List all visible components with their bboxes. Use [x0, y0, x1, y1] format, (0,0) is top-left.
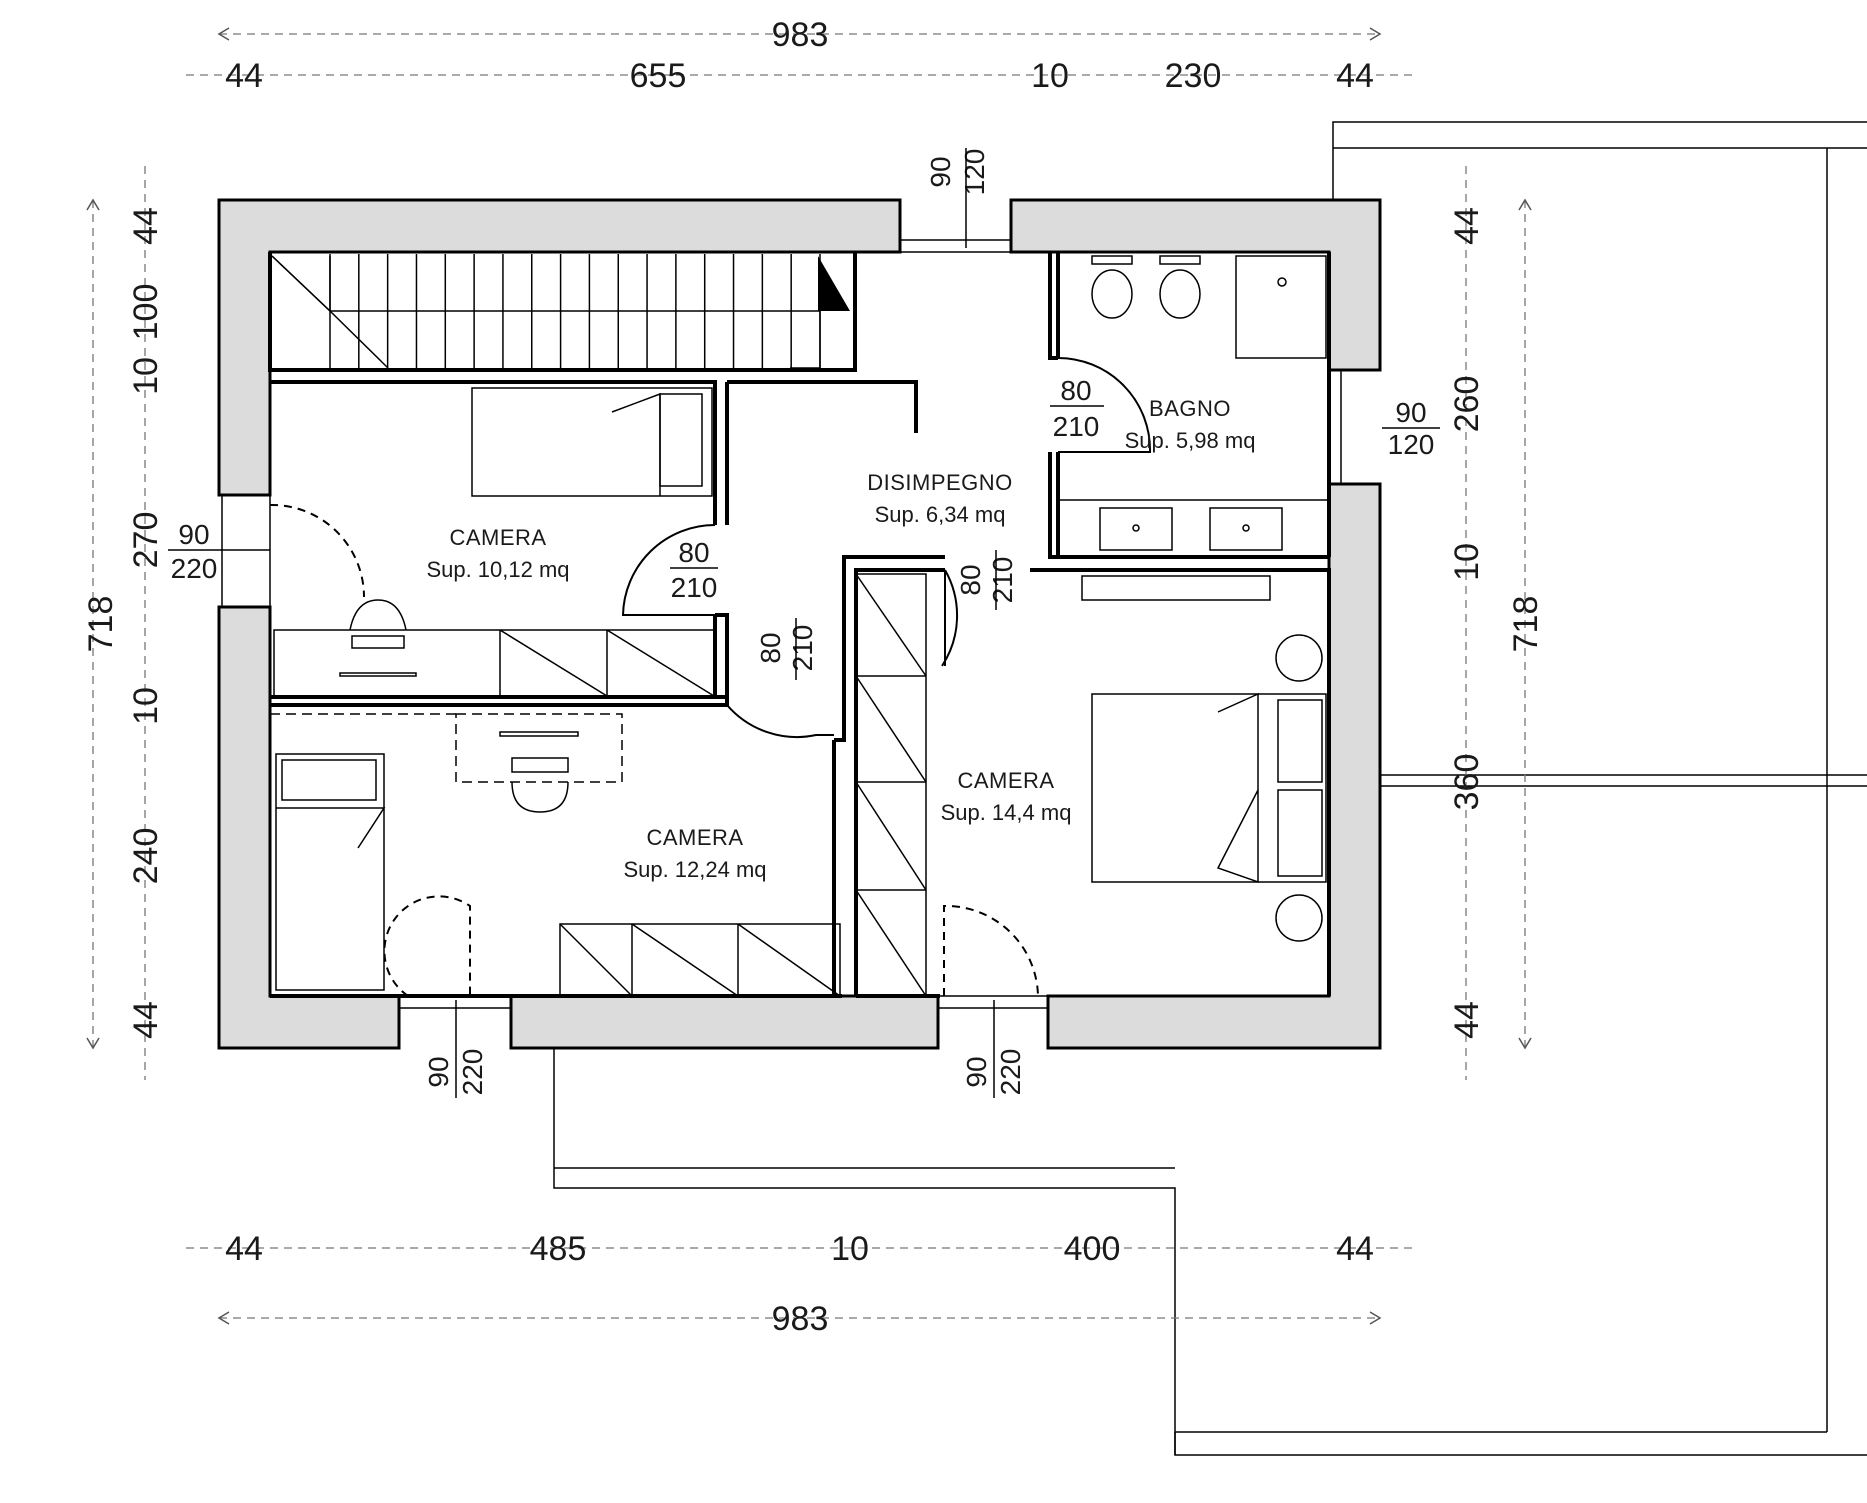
dim-right-part: 44: [1448, 1001, 1486, 1039]
opening-width: 80: [955, 564, 986, 595]
dim-left-part: 240: [127, 828, 165, 885]
dim-bottom-part: 400: [1064, 1230, 1121, 1268]
dim-left-total: 718: [82, 596, 120, 653]
room-area: Sup. 5,98 mq: [1125, 428, 1256, 453]
opening-width: 90: [925, 156, 956, 187]
furniture: [270, 255, 1329, 997]
opening-labels: 90 120 80 210 90 120 90 220 80 210 80 21…: [168, 148, 1440, 1098]
dim-bottom-part: 485: [530, 1230, 587, 1268]
opening-height: 220: [457, 1049, 488, 1096]
interior-partitions: [268, 252, 1331, 998]
room-labels: CAMERA Sup. 10,12 mq CAMERA Sup. 12,24 m…: [426, 396, 1255, 882]
dim-right-part: 44: [1448, 207, 1486, 245]
dim-bottom-part: 10: [831, 1230, 869, 1268]
terrace-outline: [1174, 121, 1867, 1456]
dim-left-part: 100: [127, 284, 165, 341]
dim-left-part: 270: [127, 512, 165, 569]
opening-height: 120: [959, 149, 990, 196]
dim-bottom-part: 44: [225, 1230, 263, 1268]
dim-left-part: 44: [127, 207, 165, 245]
dim-top-total: 983: [772, 16, 829, 54]
opening-height: 210: [987, 557, 1018, 604]
stair-outline: [271, 255, 821, 369]
opening-height: 120: [1388, 429, 1435, 460]
dim-right-part: 10: [1448, 543, 1486, 581]
dim-top-part: 44: [1336, 57, 1374, 95]
dim-right-part: 260: [1448, 376, 1486, 433]
room-name: CAMERA: [957, 768, 1054, 793]
dim-left-part: 10: [127, 357, 165, 395]
opening-height: 220: [995, 1049, 1026, 1096]
opening-height: 210: [671, 572, 718, 603]
opening-height: 220: [171, 553, 218, 584]
opening-width: 90: [961, 1056, 992, 1087]
dim-left-part: 44: [127, 1001, 165, 1039]
opening-height: 210: [787, 625, 818, 672]
dim-top-part: 655: [630, 57, 687, 95]
room-name: CAMERA: [449, 525, 546, 550]
dim-top-part: 10: [1031, 57, 1069, 95]
dim-top-part: 230: [1165, 57, 1222, 95]
room-area: Sup. 14,4 mq: [941, 800, 1072, 825]
room-area: Sup. 6,34 mq: [875, 502, 1006, 527]
dim-left-part: 10: [127, 687, 165, 725]
opening-width: 90: [1395, 397, 1426, 428]
opening-width: 80: [1060, 375, 1091, 406]
dim-bottom-part: 44: [1336, 1230, 1374, 1268]
opening-width: 90: [178, 519, 209, 550]
opening-height: 210: [1053, 411, 1100, 442]
opening-width: 80: [755, 632, 786, 663]
stair-direction-arrow: [818, 256, 850, 311]
room-name: DISIMPEGNO: [867, 470, 1013, 495]
dimension-lines: [86, 27, 1532, 1325]
room-area: Sup. 12,24 mq: [623, 857, 766, 882]
exterior-walls: [217, 198, 1382, 1050]
dim-right-total: 718: [1507, 596, 1545, 653]
dimension-labels: 983 44 655 10 230 44 44 485 10 400 44 98…: [82, 16, 1545, 1338]
opening-width: 80: [678, 537, 709, 568]
window-frames: [221, 239, 1342, 1009]
opening-width: 90: [423, 1056, 454, 1087]
room-area: Sup. 10,12 mq: [426, 557, 569, 582]
dim-top-part: 44: [225, 57, 263, 95]
door-swings: [269, 357, 1152, 997]
dim-bottom-total: 983: [772, 1300, 829, 1338]
room-name: CAMERA: [646, 825, 743, 850]
staircase: [271, 254, 850, 369]
balcony-outline: [553, 1046, 1176, 1455]
dim-right-part: 360: [1448, 754, 1486, 811]
room-name: BAGNO: [1149, 396, 1231, 421]
